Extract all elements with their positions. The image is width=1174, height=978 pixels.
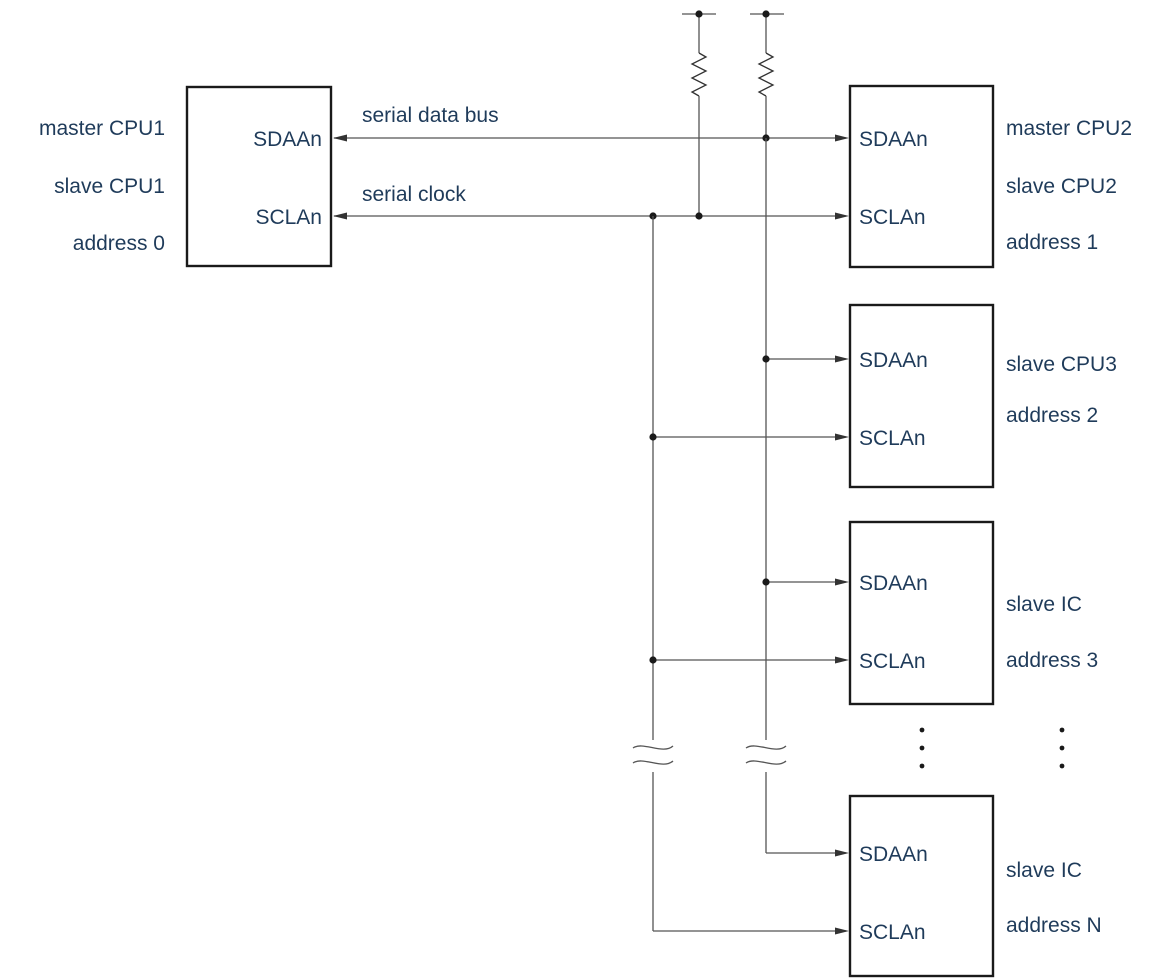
pin-label-scl-cpu1: SCLAn	[255, 206, 322, 229]
junction-dot	[695, 10, 703, 18]
line-break-symbol-scl	[632, 745, 674, 765]
device-label-cpu3-address: address 2	[1006, 404, 1098, 427]
device-label-icN-role: slave IC	[1006, 859, 1082, 882]
device-box-cpu2	[848, 84, 995, 269]
device-box-icN	[848, 794, 995, 978]
device-box-cpu3	[848, 303, 995, 489]
device-label-cpu1-role-slave: slave CPU1	[54, 175, 165, 198]
pin-label-scl-ic3: SCLAn	[859, 650, 926, 673]
serial-data-bus	[333, 134, 849, 857]
device-box-ic3	[848, 520, 995, 706]
continuation-dots-pins	[919, 727, 925, 769]
pin-label-scl-cpu2: SCLAn	[859, 206, 926, 229]
device-label-cpu1-address: address 0	[73, 232, 165, 255]
line-break-symbol-sda	[745, 745, 787, 765]
device-label-ic3-address: address 3	[1006, 649, 1098, 672]
pin-label-sda-ic3: SDAAn	[859, 572, 928, 595]
pull-up-resistor-scl	[682, 10, 716, 216]
serial-clock-bus	[333, 212, 849, 935]
pin-label-sda-cpu1: SDAAn	[253, 128, 322, 151]
pin-label-sda-cpu3: SDAAn	[859, 349, 928, 372]
device-label-cpu2-role-master: master CPU2	[1006, 117, 1132, 140]
pin-label-sda-icN: SDAAn	[859, 843, 928, 866]
pin-label-sda-cpu2: SDAAn	[859, 128, 928, 151]
device-box-cpu1	[185, 85, 333, 268]
device-label-ic3-role: slave IC	[1006, 593, 1082, 616]
junction-dot	[762, 10, 770, 18]
device-label-cpu3-role: slave CPU3	[1006, 353, 1117, 376]
serial-clock-label: serial clock	[362, 183, 466, 206]
pin-label-scl-icN: SCLAn	[859, 921, 926, 944]
device-label-cpu2-role-slave: slave CPU2	[1006, 175, 1117, 198]
continuation-dots-labels	[1059, 727, 1065, 769]
pull-up-resistor-sda	[750, 10, 784, 138]
device-label-icN-address: address N	[1006, 914, 1102, 937]
pin-label-scl-cpu3: SCLAn	[859, 427, 926, 450]
serial-data-bus-label: serial data bus	[362, 104, 499, 127]
device-label-cpu2-address: address 1	[1006, 231, 1098, 254]
device-label-cpu1-role-master: master CPU1	[39, 117, 165, 140]
